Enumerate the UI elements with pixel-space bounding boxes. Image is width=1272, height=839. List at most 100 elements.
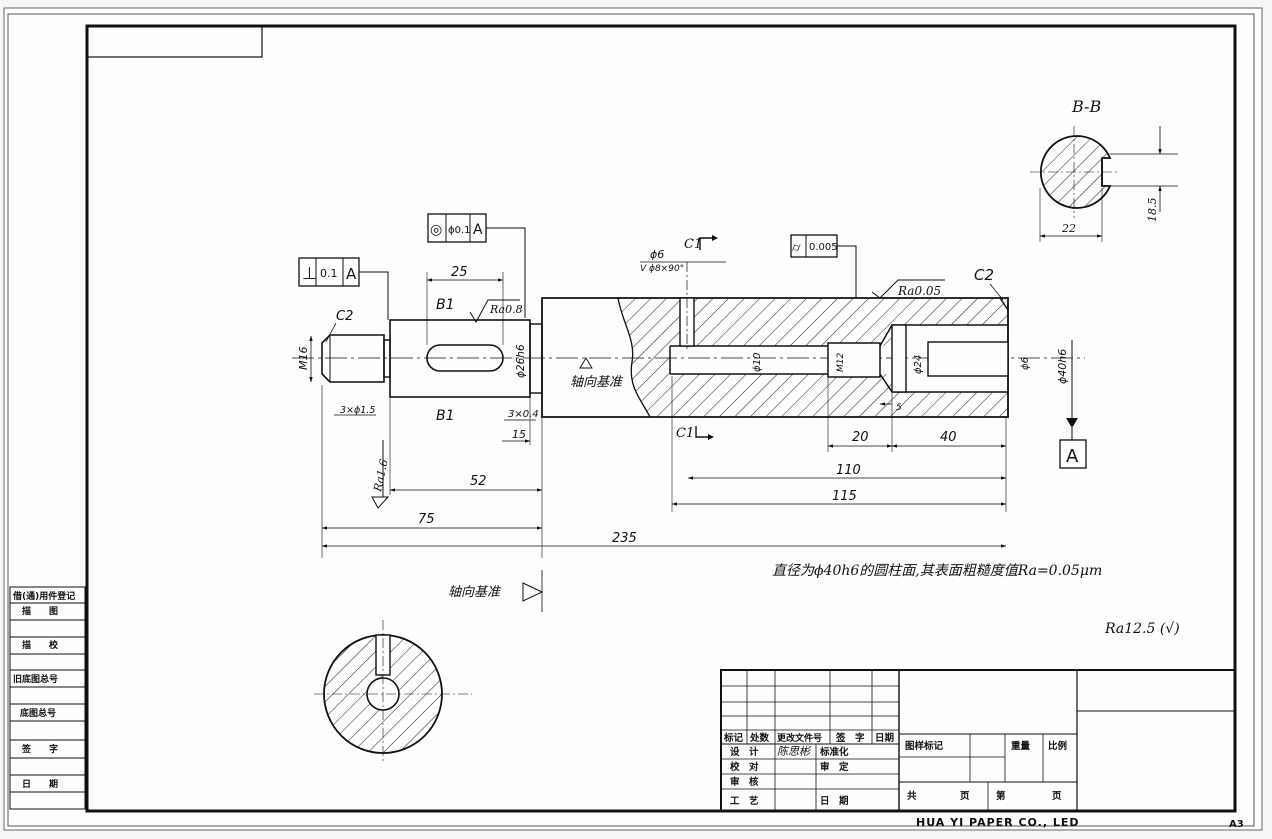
section-c-top: C1 [684, 237, 702, 252]
dia-24-label: ϕ24 [913, 355, 924, 374]
side-register-signature: 签 字 [21, 743, 58, 755]
tb-header-date: 日期 [875, 732, 894, 744]
side-register-number: 底图总号 [20, 707, 56, 719]
thread-undercut-label: 3×ϕ1.5 [340, 405, 375, 416]
side-register-checking: 描 校 [22, 639, 59, 651]
outer-border [7, 13, 1255, 827]
feature-labels: C2 C2 M16 3×ϕ1.5 3×0.4 B1 B1 ϕ26h6 ϕ6 V … [297, 248, 1069, 612]
main-cylinder-section-hatch [618, 298, 1008, 417]
section-bb-width: 22 [1061, 222, 1076, 235]
tb-weight: 重量 [1011, 740, 1031, 752]
dim-20: 20 [852, 430, 869, 445]
tb-date-label: 日 期 [820, 795, 849, 807]
axial-datum-label-2: 轴向基准 [448, 585, 502, 600]
chamfer-right-label: C2 [974, 266, 994, 284]
dia-6-label: ϕ6 [1020, 357, 1031, 370]
tb-pattern-mark: 图样标记 [905, 740, 944, 752]
coaxiality-value: ϕ0.1 [448, 225, 471, 236]
tb-approve-label: 审 定 [820, 761, 849, 773]
m12-label: M12 [836, 353, 846, 372]
keyway-section-label-bottom: B1 [436, 408, 455, 424]
dim-235: 235 [612, 531, 637, 546]
hole-10-label: ϕ10 [752, 353, 763, 372]
dim-25: 25 [451, 265, 468, 280]
title-block [720, 669, 1236, 812]
shaft-main-view [292, 262, 1085, 418]
title-block-text: 标记 处数 更改文件号 签 字 日期 设 计 陈思彬 标准化 校 对 审 定 审… [723, 732, 1067, 807]
perpendicularity-frame: ⊥ 0.1 A [298, 257, 389, 320]
dim-15: 15 [512, 428, 526, 441]
tb-scale: 比例 [1048, 740, 1067, 752]
tb-process-label: 工 艺 [730, 795, 759, 807]
dimension-lines [321, 278, 1007, 548]
section-c-markers: C1 C1 [676, 235, 718, 441]
roughness-marks: Ra0.8 Ra0.05 Ra1.6 Ra12.5 (√) [371, 279, 1180, 637]
side-register-old-number: 旧底图总号 [13, 673, 58, 685]
tb-total: 共 [907, 790, 917, 802]
perpendicularity-symbol: ⊥ [302, 264, 317, 284]
thread-label: M16 [297, 347, 310, 371]
m12-thread-bore [827, 342, 881, 378]
dim-40: 40 [940, 430, 957, 445]
extension-lines [321, 272, 1007, 558]
dim-52: 52 [470, 474, 487, 489]
break-line [617, 297, 651, 418]
tb-header-count: 处数 [749, 732, 770, 744]
perpendicularity-datum: A [346, 265, 357, 283]
top-left-box [86, 25, 263, 58]
general-roughness: Ra12.5 (√) [1104, 621, 1180, 637]
dim-5: 5 [896, 403, 902, 413]
tb-page-2: 页 [1052, 791, 1062, 802]
dim-75: 75 [418, 512, 435, 527]
section-c-view [314, 620, 472, 762]
tb-check-label: 校 对 [730, 761, 759, 773]
perpendicularity-value: 0.1 [320, 267, 338, 280]
main-roughness: Ra0.05 [897, 284, 941, 298]
side-register: 借(通)用件登记 描 图 描 校 旧底图总号 底图总号 签 字 日 期 [9, 586, 86, 810]
tb-sheet-no: 第 [996, 790, 1006, 802]
keyway-slot [426, 344, 504, 372]
section-bb-view: B-B 18.5 22 [1030, 97, 1178, 242]
datum-a-label: A [1066, 446, 1079, 467]
side-register-date: 日 期 [22, 778, 58, 790]
keyway-section-label-top: B1 [436, 297, 455, 313]
tb-review-label: 审 核 [730, 776, 759, 788]
coaxiality-frame: ◎ ϕ0.1 A [427, 213, 526, 318]
publisher-name: HUA YI PAPER CO., LED [916, 816, 1080, 829]
datum-a-marker: A [1059, 340, 1087, 469]
hole-dia-label: ϕ6 [650, 248, 664, 261]
section-bb-depth: 18.5 [1146, 198, 1159, 223]
cylindricity-value: 0.005 [809, 242, 838, 253]
tb-header-change: 更改文件号 [777, 732, 822, 744]
coaxiality-datum: A [473, 222, 483, 238]
tb-design-label: 设 计 [730, 746, 759, 758]
drawing-frame [85, 24, 1237, 813]
section-bb-title: B-B [1071, 97, 1101, 116]
center-bore-10 [669, 345, 828, 375]
tb-design-signature: 陈思彬 [777, 745, 812, 758]
dimension-values: 25 15 52 75 235 5 20 40 110 115 [418, 265, 957, 546]
section-c-bottom: C1 [676, 426, 694, 441]
cylindricity-frame: ⌭ 0.005 [790, 234, 857, 298]
keyway-roughness: Ra0.8 [489, 303, 523, 316]
technical-note: 直径为ϕ40h6的圆柱面,其表面粗糙度值Ra=0.05μm [772, 563, 1102, 579]
bore-6 [927, 341, 1009, 377]
tb-header-sign: 签 字 [835, 732, 865, 744]
chamfer-left-label: C2 [336, 309, 353, 324]
dia-26-label: ϕ26h6 [515, 344, 527, 378]
dim-110: 110 [836, 463, 861, 478]
coaxiality-symbol: ◎ [430, 222, 442, 238]
tb-header-mark: 标记 [723, 732, 744, 744]
sheet-size: A3 [1229, 819, 1244, 830]
side-register-drawing: 描 图 [22, 605, 58, 617]
dia-40-label: ϕ40h6 [1056, 349, 1069, 384]
countersink-label: V ϕ8×90° [640, 264, 684, 274]
side-register-title: 借(通)用件登记 [12, 590, 75, 602]
tb-standardization: 标准化 [819, 746, 849, 758]
counterbore-step [891, 324, 907, 393]
tb-page-1: 页 [960, 791, 970, 802]
dim-115: 115 [832, 489, 857, 504]
cylindricity-symbol: ⌭ [792, 240, 801, 254]
axial-datum-label-1: 轴向基准 [570, 375, 624, 390]
